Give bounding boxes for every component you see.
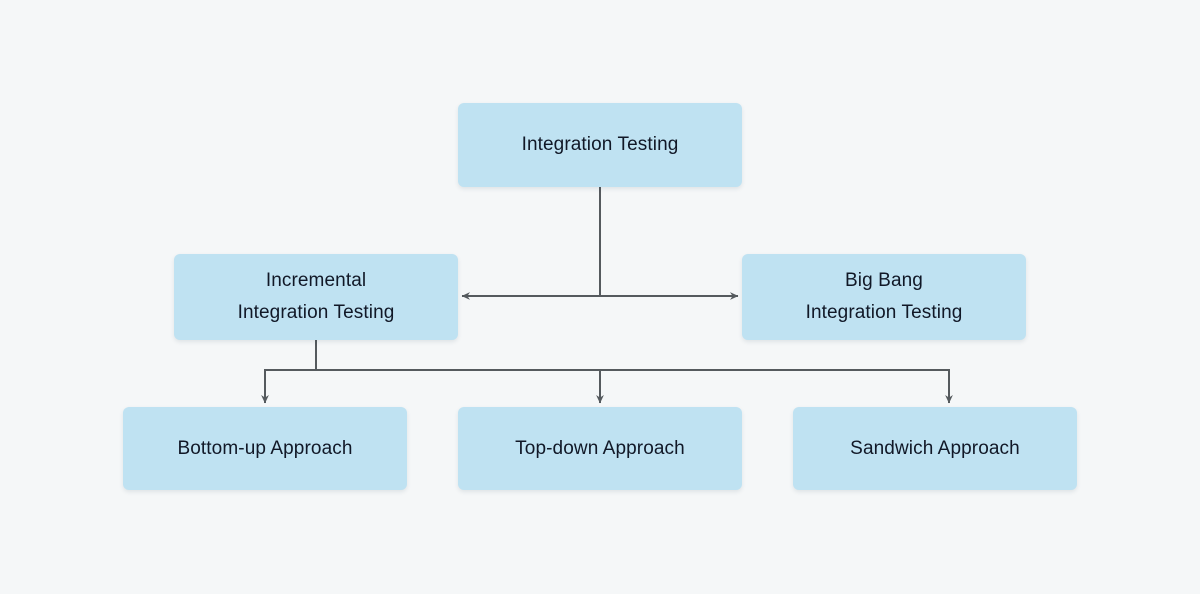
node-label: Integration Testing: [521, 134, 679, 156]
node-label: Incremental Integration Testing: [237, 270, 395, 323]
node-incremental-integration-testing[interactable]: Incremental Integration Testing: [174, 254, 458, 340]
node-label: Big Bang Integration Testing: [805, 270, 963, 323]
node-sandwich-approach[interactable]: Sandwich Approach: [793, 407, 1077, 490]
node-label: Bottom-up Approach: [177, 437, 353, 459]
node-label: Sandwich Approach: [850, 437, 1020, 459]
node-big-bang-integration-testing[interactable]: Big Bang Integration Testing: [742, 254, 1026, 340]
node-integration-testing[interactable]: Integration Testing: [458, 103, 742, 187]
node-label: Top-down Approach: [515, 437, 685, 459]
node-top-down-approach[interactable]: Top-down Approach: [458, 407, 742, 490]
node-bottom-up-approach[interactable]: Bottom-up Approach: [123, 407, 407, 490]
